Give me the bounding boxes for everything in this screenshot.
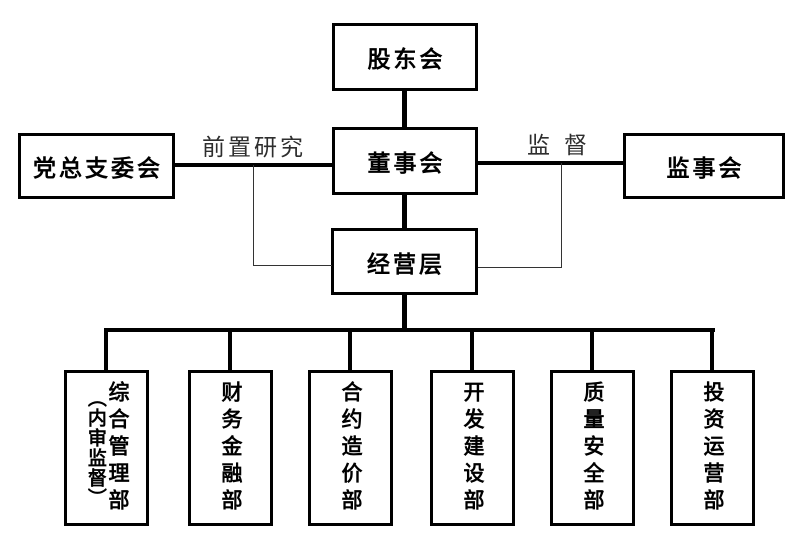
node-management: 经营层 [331,228,478,295]
connector-drop-dept-4 [470,332,474,370]
node-dept-investment-ops: 投资运营部 [670,370,755,526]
node-dept-finance: 财务金融部 [188,370,273,526]
connector-board-supervisors [478,161,623,165]
connector-drop-dept-5 [590,332,594,370]
connector-drop-dept-3 [348,332,352,370]
connector-drop-dept-6 [710,332,714,370]
edge-label-board-to-supervisors: 监督 [527,133,601,158]
node-board-label: 董事会 [367,150,446,176]
node-dept-quality-safety-label: 质量安全部 [581,380,605,516]
node-shareholders-label: 股东会 [367,46,446,72]
connector-department-bus [104,328,715,332]
node-shareholders: 股东会 [332,23,478,91]
node-dept-contract-cost: 合约造价部 [308,370,393,526]
edge-label-party-to-board: 前置研究 [202,135,306,160]
node-supervisors: 监事会 [623,133,785,199]
node-party-committee-label: 党总支委会 [33,155,163,181]
node-dept-contract-cost-label: 合约造价部 [339,380,363,516]
node-party-committee: 党总支委会 [18,133,175,199]
node-dept-general-admin: （内审监督） 综合管理部 [64,370,149,526]
node-supervisors-label: 监事会 [666,155,745,181]
connector-management-bus [402,295,407,330]
connector-drop-dept-2 [228,332,232,370]
connector-thin-right-horizontal [478,267,562,268]
node-dept-quality-safety: 质量安全部 [550,370,635,526]
connector-board-management [402,195,407,228]
node-management-label: 经营层 [367,250,445,277]
connector-thin-right-vertical [561,163,562,268]
node-dept-general-admin-annotation: （内审监督） [84,388,106,508]
connector-shareholders-board [402,91,407,127]
node-dept-general-admin-label: 综合管理部 [105,380,129,516]
node-dept-development: 开发建设部 [430,370,515,526]
node-dept-investment-ops-label: 投资运营部 [701,380,725,516]
connector-thin-left-vertical [253,165,254,265]
node-dept-development-label: 开发建设部 [461,380,485,516]
connector-thin-left-horizontal [253,265,332,266]
connector-drop-dept-1 [104,332,108,370]
node-board: 董事会 [332,127,478,195]
node-dept-finance-label: 财务金融部 [219,380,243,516]
